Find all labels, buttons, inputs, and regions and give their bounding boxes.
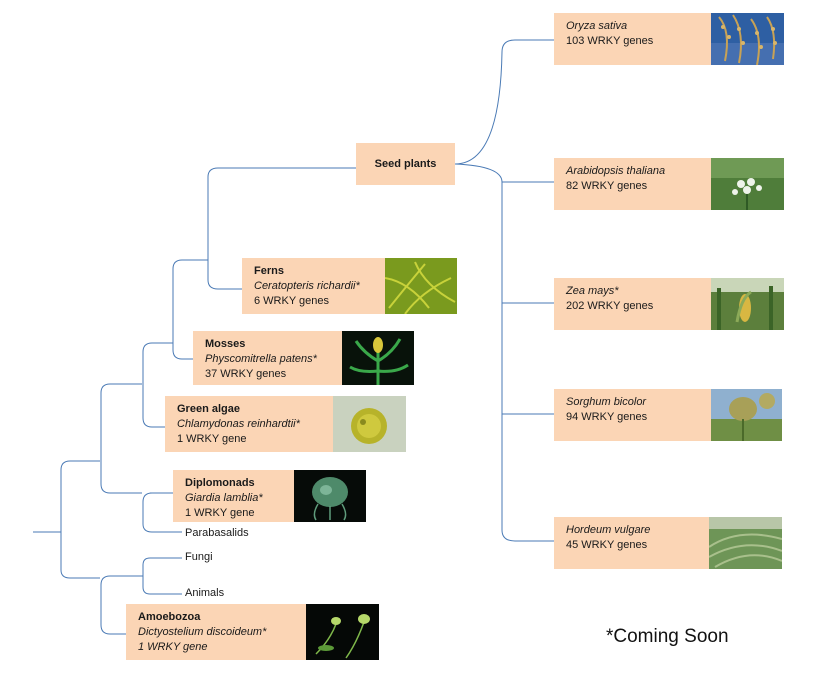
gene-count: 6 WRKY genes	[254, 295, 330, 307]
species-box-hordeum: Hordeum vulgare 45 WRKY genes	[554, 517, 709, 569]
animals-label: Animals	[185, 587, 225, 599]
species-box-sorghum: Sorghum bicolor 94 WRKY genes	[554, 389, 711, 441]
species-name: Dictyostelium discoideum*	[138, 626, 267, 638]
species-box-arabidopsis: Arabidopsis thaliana 82 WRKY genes	[554, 158, 711, 210]
fern-fronds-photo	[385, 258, 457, 314]
group-name: Ferns	[254, 265, 284, 277]
lineage-box-mosses: Mosses Physcomitrella patens* 37 WRKY ge…	[193, 331, 342, 385]
sorghum-head-photo	[711, 389, 782, 441]
gene-count: 82 WRKY genes	[566, 180, 648, 192]
barley-field-photo	[709, 517, 782, 569]
lineage-box-amoebozoa: Amoebozoa Dictyostelium discoideum* 1 WR…	[126, 604, 306, 660]
gene-count: 94 WRKY genes	[566, 411, 648, 423]
seed-plants-label: Seed plants	[374, 158, 437, 170]
group-name: Mosses	[205, 338, 246, 350]
species-name: Hordeum vulgare	[566, 524, 651, 536]
gene-count: 1 WRKY gene	[138, 641, 208, 653]
rice-panicle-photo	[711, 13, 784, 65]
species-box-oryza: Oryza sativa 103 WRKY genes	[554, 13, 711, 65]
species-name: Giardia lamblia*	[185, 492, 263, 504]
gene-count: 37 WRKY genes	[205, 368, 287, 380]
root-split	[60, 460, 71, 579]
species-name: Oryza sativa	[566, 20, 628, 32]
gene-count: 1 WRKY gene	[185, 507, 255, 519]
giardia-cell-photo	[294, 470, 366, 522]
species-box-zea: Zea mays* 202 WRKY genes	[554, 278, 711, 330]
group-name: Diplomonads	[185, 477, 255, 489]
species-name: Chlamydonas reinhardtii*	[177, 418, 300, 430]
gene-count: 103 WRKY genes	[566, 35, 654, 47]
lineage-box-diplomonads: Diplomonads Giardia lamblia* 1 WRKY gene	[173, 470, 294, 522]
fungi-label: Fungi	[185, 551, 213, 563]
species-name: Ceratopteris richardii*	[254, 280, 360, 292]
gene-count: 45 WRKY genes	[566, 539, 648, 551]
chlamydomonas-cell-photo	[333, 396, 406, 452]
maize-ear-photo	[711, 278, 784, 330]
parabasalids-label: Parabasalids	[185, 527, 249, 539]
species-name: Sorghum bicolor	[566, 396, 647, 408]
species-name: Physcomitrella patens*	[205, 353, 317, 365]
lineage-box-green-algae: Green algae Chlamydonas reinhardtii* 1 W…	[165, 396, 333, 452]
group-name: Amoebozoa	[138, 611, 201, 623]
moss-sporophyte-photo	[342, 331, 414, 385]
lineage-box-ferns: Ferns Ceratopteris richardii* 6 WRKY gen…	[242, 258, 385, 314]
gene-count: 202 WRKY genes	[566, 300, 654, 312]
group-name: Green algae	[177, 403, 240, 415]
seed-plants-node: Seed plants	[356, 143, 455, 185]
arabidopsis-flower-photo	[711, 158, 784, 210]
coming-soon-footnote: *Coming Soon	[606, 626, 729, 647]
dictyostelium-fruiting-body-photo	[306, 604, 379, 660]
species-name: Zea mays*	[566, 285, 619, 297]
gene-count: 1 WRKY gene	[177, 433, 247, 445]
species-name: Arabidopsis thaliana	[566, 165, 666, 177]
